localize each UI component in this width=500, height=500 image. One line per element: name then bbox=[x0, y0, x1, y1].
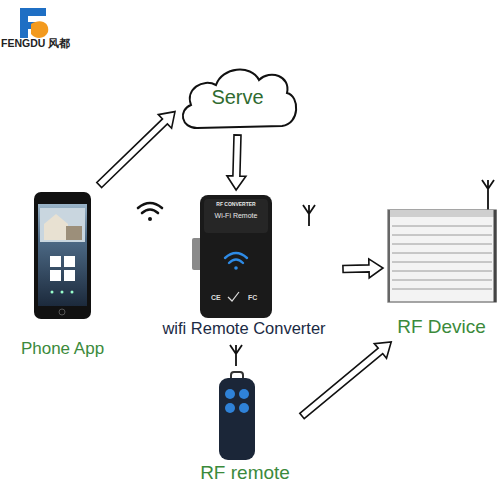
remote-illustration bbox=[219, 372, 255, 460]
antenna bbox=[482, 180, 494, 210]
door-top bbox=[388, 210, 496, 217]
block-arrow bbox=[97, 112, 175, 188]
antenna-symbol bbox=[482, 180, 494, 210]
device-print: Wi-Fi Remote bbox=[202, 212, 270, 220]
converter-wifi bbox=[225, 253, 247, 270]
remote-button bbox=[239, 403, 249, 413]
remote-node: RF remote bbox=[188, 370, 302, 485]
house-shape bbox=[44, 214, 68, 240]
converter-illustration bbox=[192, 195, 272, 318]
antenna bbox=[303, 205, 315, 226]
wifi-arc bbox=[225, 253, 247, 258]
garage-shape bbox=[66, 226, 82, 240]
wifi-arc bbox=[229, 260, 243, 264]
phone-body bbox=[34, 192, 91, 319]
logo-swoosh bbox=[31, 21, 48, 38]
cloud-label: Serve bbox=[175, 86, 300, 108]
device-node: RF Device bbox=[383, 205, 500, 342]
app-dot bbox=[71, 291, 74, 294]
slat bbox=[392, 244, 492, 245]
converter-node: RF CONVERTER Wi-Fi Remote wifi Remote Conv… bbox=[145, 190, 343, 342]
slat bbox=[392, 280, 492, 281]
converter-body bbox=[200, 195, 272, 318]
cert-mark: FC bbox=[248, 294, 257, 302]
slat bbox=[392, 253, 492, 254]
block-arrow bbox=[300, 342, 391, 419]
phone-node: Phone App bbox=[10, 185, 115, 365]
node-label: Phone App bbox=[10, 340, 115, 359]
wifi-symbol bbox=[138, 203, 162, 221]
slat bbox=[392, 271, 492, 272]
remote-button bbox=[225, 403, 235, 413]
device-print: RF CONVERTER bbox=[202, 202, 270, 208]
node-label: RF Device bbox=[383, 317, 500, 338]
slat bbox=[392, 262, 492, 263]
app-dot bbox=[61, 291, 64, 294]
logo-icon bbox=[20, 8, 48, 38]
slat bbox=[392, 226, 492, 227]
door-rail bbox=[388, 210, 390, 302]
wifi-arc bbox=[142, 210, 158, 214]
door-rail bbox=[494, 210, 497, 302]
cert-mark: CE bbox=[211, 294, 221, 302]
block-arrow bbox=[343, 259, 383, 278]
phone-illustration bbox=[34, 192, 91, 319]
door-slats bbox=[392, 226, 492, 289]
antenna-symbol bbox=[303, 205, 315, 226]
garage-door-illustration bbox=[388, 210, 496, 302]
app-button bbox=[50, 256, 61, 267]
antenna bbox=[230, 345, 242, 366]
home-button bbox=[59, 309, 65, 315]
phone-screen bbox=[38, 204, 87, 306]
cloud-node: Serve bbox=[175, 62, 300, 135]
wifi-dot bbox=[234, 266, 238, 270]
antenna-symbol bbox=[230, 345, 242, 366]
remote-button bbox=[239, 389, 249, 399]
node-label: RF remote bbox=[188, 463, 302, 484]
remote-button bbox=[225, 389, 235, 399]
door-frame bbox=[388, 210, 496, 302]
app-dot bbox=[51, 291, 54, 294]
slat bbox=[392, 235, 492, 236]
logo-text: FENGDU 风都 bbox=[1, 38, 70, 50]
slat bbox=[392, 289, 492, 290]
check-mark bbox=[228, 292, 239, 301]
app-button bbox=[64, 270, 75, 281]
wifi-dot bbox=[148, 217, 152, 221]
app-button bbox=[50, 270, 61, 281]
house-photo bbox=[40, 208, 85, 242]
block-arrow bbox=[227, 135, 246, 190]
app-button bbox=[64, 256, 75, 267]
wifi-arc bbox=[138, 203, 162, 208]
node-label: wifi Remote Converter bbox=[145, 319, 343, 337]
remote-body bbox=[219, 378, 255, 460]
